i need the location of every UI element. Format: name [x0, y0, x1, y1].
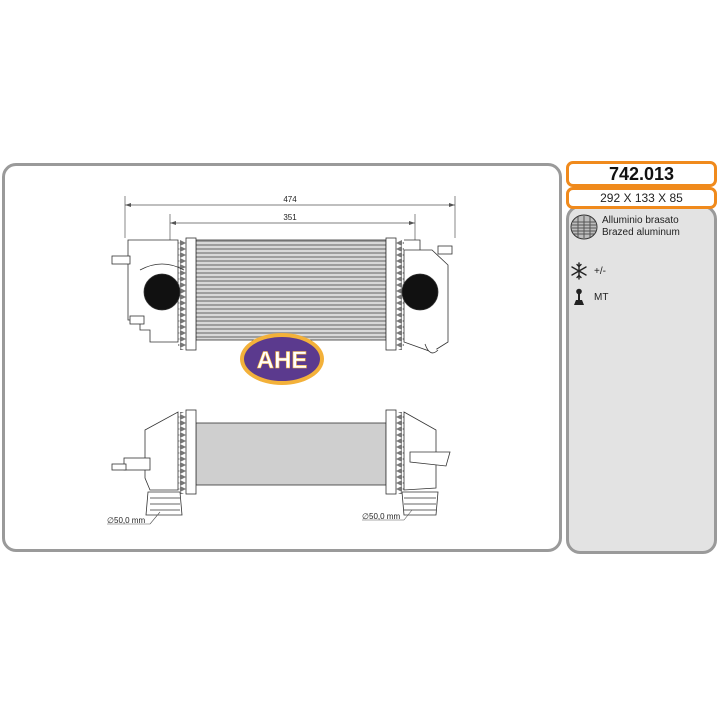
product-dimensions: 292 X 133 X 85	[566, 187, 717, 209]
left-tank-side	[144, 411, 179, 491]
spec-panel	[566, 205, 717, 554]
ahe-logo: AHE	[240, 333, 324, 385]
right-diameter-label: 50,0 mm	[369, 512, 400, 521]
material-english: Brazed aluminum	[602, 227, 680, 238]
left-hose-side	[145, 491, 183, 516]
right-diameter-callout: ∅ 50,0 mm	[362, 509, 413, 521]
part-number: 742.013	[566, 161, 717, 187]
core-fins	[195, 239, 387, 341]
core-length-label: 351	[283, 213, 297, 222]
dimension-overall: 474	[124, 195, 456, 238]
right-outlet-port	[401, 273, 439, 311]
material-italian: Alluminio brasato	[602, 215, 679, 226]
overall-length-label: 474	[283, 195, 297, 204]
ahe-logo-text: AHE	[257, 347, 308, 374]
gear-shift-icon	[574, 288, 584, 305]
transmission-value: MT	[594, 291, 609, 303]
left-diameter-symbol: ∅	[107, 516, 114, 525]
intercooler-top-view	[111, 237, 453, 354]
ac-value: +/-	[594, 265, 606, 277]
brazed-core-icon	[570, 214, 598, 240]
snowflake-icon	[571, 262, 587, 280]
left-diameter-label: 50,0 mm	[114, 516, 145, 525]
material-row: Alluminio brasato Brazed aluminum	[570, 214, 680, 240]
left-diameter-callout: ∅ 50,0 mm	[107, 511, 161, 525]
core-side	[195, 422, 387, 486]
left-outlet-port	[143, 273, 181, 311]
intercooler-side-view	[111, 409, 451, 516]
right-tank-side	[403, 411, 437, 491]
technical-drawing: 474 351	[107, 195, 456, 525]
ac-row: +/-	[570, 262, 606, 280]
right-hose-side	[401, 491, 439, 516]
dimension-core: 351	[169, 213, 416, 240]
right-diameter-symbol: ∅	[362, 512, 369, 521]
transmission-row: MT	[570, 288, 608, 306]
left-bracket	[111, 255, 131, 265]
